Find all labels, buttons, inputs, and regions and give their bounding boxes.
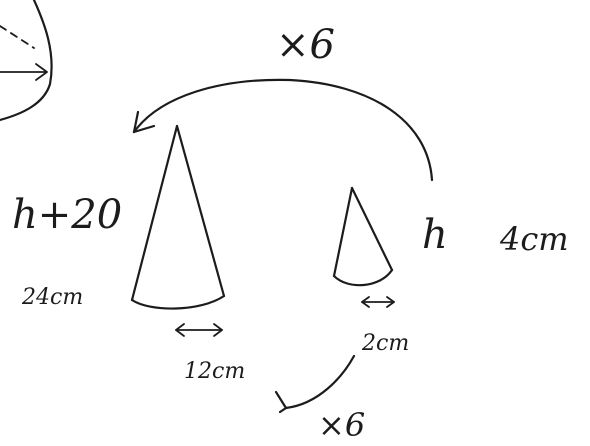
scale-arrow-bottom <box>274 354 356 414</box>
bottom-multiplier-label: ×6 <box>318 406 365 444</box>
partial-cone-top-left <box>0 0 53 122</box>
small-cone-height-label: h <box>422 212 448 258</box>
small-cone-slant-label: 4cm <box>499 220 569 258</box>
small-cone-radius-label: 2cm <box>361 331 409 356</box>
small-cone <box>332 186 394 287</box>
large-cone-radius-label: 12cm <box>184 359 245 384</box>
scale-arrow-top <box>132 78 434 182</box>
large-cone-radius-arrow <box>175 323 223 337</box>
top-multiplier-label: ×6 <box>276 22 335 68</box>
large-cone-slant-label: 24cm <box>21 285 83 310</box>
large-cone <box>130 124 226 310</box>
large-cone-height-label: h+20 <box>12 192 122 238</box>
small-cone-radius-arrow <box>361 296 395 308</box>
